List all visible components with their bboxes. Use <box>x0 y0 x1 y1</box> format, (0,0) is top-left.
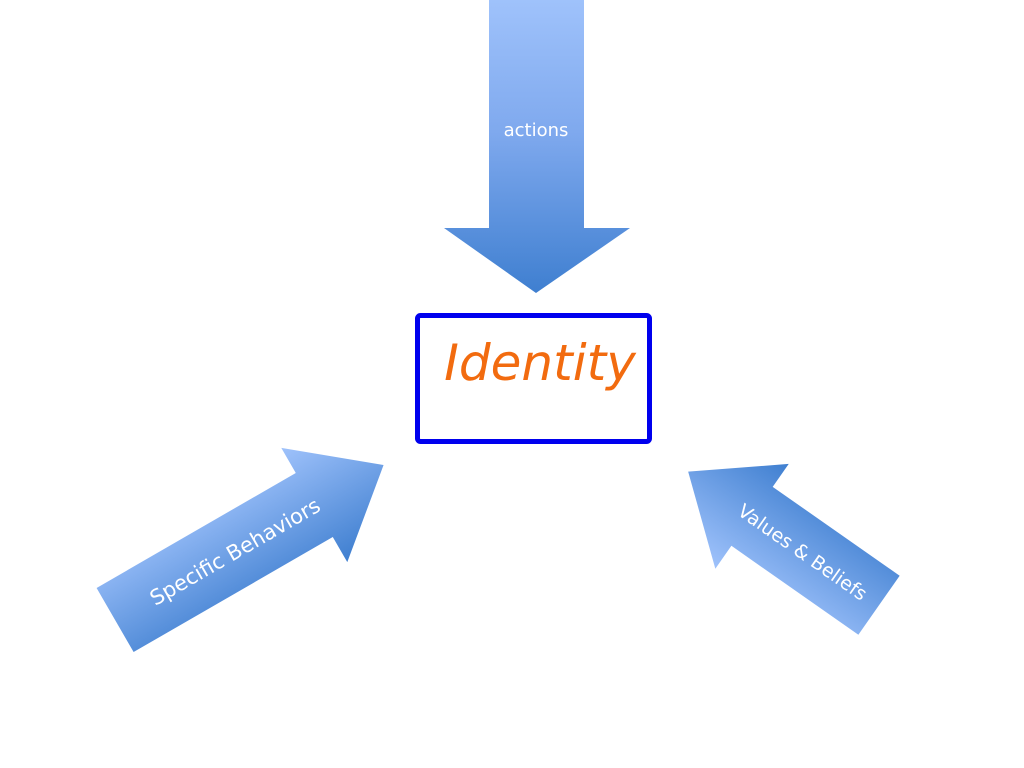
arrow-specific-behaviors: Specific Behaviors <box>96 447 384 653</box>
identity-label: Identity <box>444 334 637 392</box>
identity-box-border <box>415 313 652 444</box>
identity-box: Identity <box>415 313 652 444</box>
arrow-values-beliefs: Values & Beliefs <box>688 463 900 635</box>
arrow-actions: actions <box>444 0 630 293</box>
arrow-actions-shape <box>444 0 630 293</box>
arrow-values-beliefs-shape <box>688 463 900 635</box>
arrow-specific-behaviors-shape <box>96 447 384 653</box>
arrow-actions-label: actions <box>504 120 569 141</box>
